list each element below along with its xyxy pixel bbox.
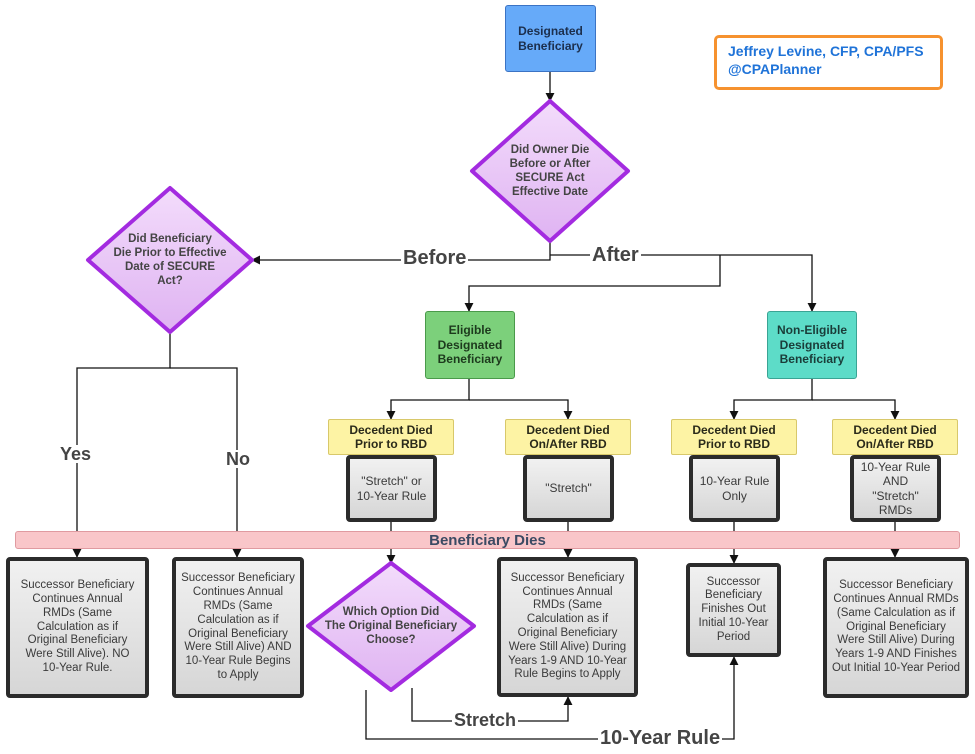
outcome-nedb-after: Successor Beneficiary Continues Annual R…	[823, 557, 969, 698]
edge-noneligible-timing	[729, 379, 813, 420]
timing-nedb-after-rbd: Decedent Died On/After RBD	[832, 419, 958, 455]
designated-beneficiary-node: Designated Beneficiary	[505, 5, 596, 72]
eligible-designated-beneficiary-node: Eligible Designated Beneficiary	[425, 311, 515, 379]
outcome-yes: Successor Beneficiary Continues Annual R…	[6, 557, 149, 698]
rule-edb-prior-label: "Stretch" or 10-Year Rule	[356, 474, 427, 503]
edge-label-after: After	[590, 244, 641, 266]
outcome-nedb-after-text: Successor Beneficiary Continues Annual R…	[831, 579, 961, 674]
rule-nedb-after: 10-Year Rule AND "Stretch" RMDs	[850, 455, 941, 522]
outcome-edb-after-text: Successor Beneficiary Continues Annual R…	[508, 571, 627, 681]
decision-owner-die: Did Owner Die Before or After SECURE Act…	[492, 131, 608, 211]
edge-label-no: No	[225, 449, 251, 469]
decision-which-diamond	[306, 561, 476, 692]
designated-beneficiary-label: Designated Beneficiary	[518, 24, 583, 53]
beneficiary-dies-label: Beneficiary Dies	[429, 531, 546, 549]
timing-edb-after-rbd: Decedent Died On/After RBD	[505, 419, 631, 455]
edge-before	[251, 241, 551, 265]
decision-which-text: Which Option Did The Original Beneficiar…	[324, 605, 458, 646]
edge-eligible-timing	[386, 379, 470, 420]
author-handle: @CPAPlanner	[728, 60, 822, 77]
rule-nedb-prior: 10-Year Rule Only	[689, 455, 780, 522]
decision-owner-text: Did Owner Die Before or After SECURE Act…	[509, 143, 591, 199]
outcome-nedb-prior: Successor Beneficiary Finishes Out Initi…	[686, 563, 781, 657]
timing-nedb-prior-rbd: Decedent Died Prior to RBD	[671, 419, 797, 455]
outcome-no-text: Successor Beneficiary Continues Annual R…	[181, 572, 295, 681]
outcome-nedb-prior-text: Successor Beneficiary Finishes Out Initi…	[698, 575, 769, 643]
edge-ten-year	[365, 656, 739, 740]
rule-edb-after: "Stretch"	[523, 455, 614, 522]
timing-nedb-prior-label: Decedent Died Prior to RBD	[692, 422, 776, 451]
decision-owner-diamond	[470, 99, 630, 243]
timing-edb-prior-rbd: Decedent Died Prior to RBD	[328, 419, 454, 455]
edge-no	[170, 367, 242, 558]
timing-nedb-after-label: Decedent Died On/After RBD	[853, 422, 937, 451]
rule-edb-after-label: "Stretch"	[545, 481, 592, 496]
edge-label-stretch: Stretch	[452, 710, 519, 730]
eligible-label: Eligible Designated Beneficiary	[437, 323, 503, 367]
timing-edb-prior-label: Decedent Died Prior to RBD	[349, 422, 433, 451]
edge-label-ten-year: 10-Year Rule	[598, 727, 723, 749]
outcome-no: Successor Beneficiary Continues Annual R…	[172, 557, 304, 698]
edge-eligible-timing-after	[469, 399, 573, 420]
edge-noneligible-timing-after	[812, 399, 900, 420]
author-credit: Jeffrey Levine, CFP, CPA/PFS @CPAPlanner	[714, 35, 943, 90]
decision-beneficiary-text: Did Beneficiary Die Prior to Effective D…	[113, 232, 227, 288]
timing-edb-after-label: Decedent Died On/After RBD	[526, 422, 610, 451]
author-name: Jeffrey Levine, CFP, CPA/PFS	[728, 43, 924, 59]
rule-edb-prior: "Stretch" or 10-Year Rule	[346, 455, 437, 522]
non-eligible-label: Non-Eligible Designated Beneficiary	[777, 323, 847, 367]
outcome-yes-text: Successor Beneficiary Continues Annual R…	[20, 579, 135, 674]
non-eligible-designated-beneficiary-node: Non-Eligible Designated Beneficiary	[767, 311, 857, 379]
decision-beneficiary-diamond	[86, 186, 254, 334]
edge-label-before: Before	[401, 247, 469, 269]
edge-label-yes: Yes	[59, 444, 93, 464]
beneficiary-dies-band: Beneficiary Dies	[15, 531, 960, 549]
decision-beneficiary-die: Did Beneficiary Die Prior to Effective D…	[103, 222, 237, 298]
rule-nedb-after-label: 10-Year Rule AND "Stretch" RMDs	[860, 459, 931, 517]
decision-which-option: Which Option Did The Original Beneficiar…	[308, 600, 474, 652]
outcome-edb-after: Successor Beneficiary Continues Annual R…	[497, 557, 638, 697]
edge-after-eligible	[464, 255, 721, 312]
rule-nedb-prior-label: 10-Year Rule Only	[699, 474, 770, 503]
